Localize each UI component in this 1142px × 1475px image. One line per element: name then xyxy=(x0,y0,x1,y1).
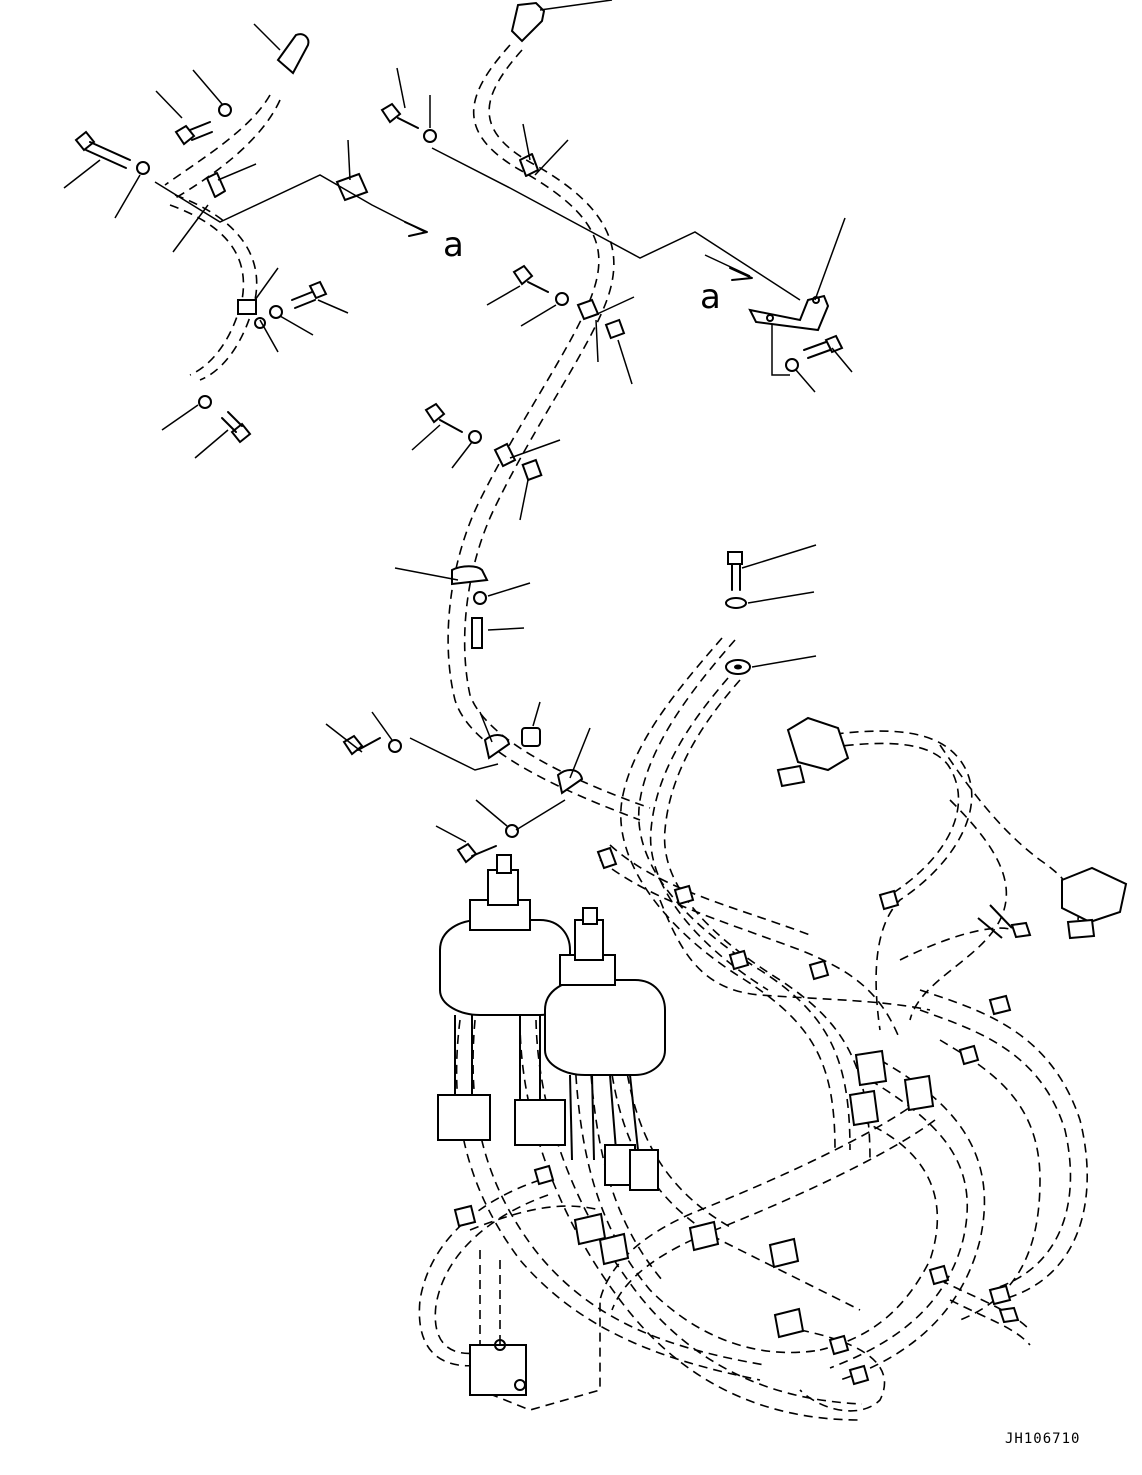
bolt-left-3 xyxy=(291,280,328,309)
hose-cap-upper-middle xyxy=(510,1,546,43)
harness-clamp-4 xyxy=(878,889,900,911)
view-reference-a-left: a xyxy=(443,225,464,265)
harness-clamp-20 xyxy=(848,1089,880,1127)
hose-cap-upper-left xyxy=(276,33,310,75)
switch-boot-1 xyxy=(437,1094,491,1141)
harness-clamp-11 xyxy=(688,1220,720,1252)
harness-clamp-13 xyxy=(773,1307,805,1339)
bolt-left-4 xyxy=(221,411,252,444)
lower-cable-harness xyxy=(418,637,1128,1421)
washer-left-2 xyxy=(218,103,232,117)
harness-clamp-15 xyxy=(598,1232,630,1266)
washer-left-3 xyxy=(269,305,283,319)
upper-middle-hose-assembly xyxy=(325,0,801,864)
harness-clamp-9 xyxy=(848,1364,870,1386)
bolt-middle-2 xyxy=(424,402,463,433)
view-reference-a-right: a xyxy=(700,277,721,317)
switch-knob-left xyxy=(487,869,519,906)
switch-boot-4 xyxy=(629,1149,659,1191)
spacer-middle-2 xyxy=(521,458,543,482)
washer-middle-2 xyxy=(468,430,482,444)
clamp-middle-5 xyxy=(556,769,584,795)
connector-upper xyxy=(786,716,850,772)
mounting-bracket xyxy=(748,294,830,332)
switch-base-bracket xyxy=(469,1344,527,1396)
spacer-middle-4 xyxy=(521,727,541,747)
bolt-bracket xyxy=(803,334,844,359)
bolt-left-1 xyxy=(74,130,131,169)
harness-clamp-2 xyxy=(728,949,750,971)
harness-clamp-17 xyxy=(533,1164,555,1186)
cable-terminal-right xyxy=(1010,921,1032,939)
harness-clamp-8 xyxy=(928,1264,950,1286)
washer-middle-3 xyxy=(473,591,487,605)
washer-middle-1 xyxy=(555,292,569,306)
harness-clamp-6 xyxy=(958,1044,980,1066)
harness-clamp-21 xyxy=(903,1074,935,1112)
connector-right xyxy=(1061,866,1128,924)
washer-bracket xyxy=(785,358,799,372)
terminal-bolt-head xyxy=(727,551,743,565)
terminal-washer-1 xyxy=(725,597,747,609)
harness-clamp-5 xyxy=(988,994,1012,1016)
bolt-middle-5 xyxy=(456,842,497,864)
terminal-hardware xyxy=(725,544,817,675)
washer-middle-top xyxy=(423,129,437,143)
harness-clamp-12 xyxy=(768,1237,800,1269)
battery-disconnect-switches xyxy=(437,854,666,1411)
bolt-middle-top xyxy=(380,102,419,129)
washer-left-4 xyxy=(198,395,212,409)
clamp-middle-1 xyxy=(576,298,600,321)
clamp-left-lower xyxy=(237,299,257,315)
switch-knob-right xyxy=(574,919,604,961)
harness-clamp-19 xyxy=(854,1049,888,1087)
washer-middle-4 xyxy=(388,739,402,753)
bolt-middle-1 xyxy=(512,264,549,293)
clamp-middle-3 xyxy=(451,565,489,586)
switch-boot-2 xyxy=(514,1099,566,1146)
upper-left-hose-assembly xyxy=(63,23,428,459)
bolt-left-2 xyxy=(174,121,213,146)
clamp-middle-4 xyxy=(483,734,511,760)
harness-clamp-16 xyxy=(453,1204,477,1228)
washer-middle-5 xyxy=(505,824,519,838)
switch-housing-right xyxy=(544,979,666,1076)
harness-clamp-1 xyxy=(673,884,695,906)
cable-terminal-left xyxy=(596,846,618,870)
drawing-code: JH106710 xyxy=(1005,1431,1080,1447)
harness-clamp-10 xyxy=(828,1334,850,1356)
spacer-middle-1 xyxy=(604,318,626,340)
washer-left-1 xyxy=(136,161,150,175)
clamp-middle-2 xyxy=(493,442,517,468)
harness-clamp-3 xyxy=(808,959,830,981)
bolt-middle-3 xyxy=(471,617,483,649)
bracket-assembly xyxy=(748,217,853,393)
spacer-sleeve xyxy=(335,172,369,202)
harness-clamp-7 xyxy=(988,1284,1012,1306)
